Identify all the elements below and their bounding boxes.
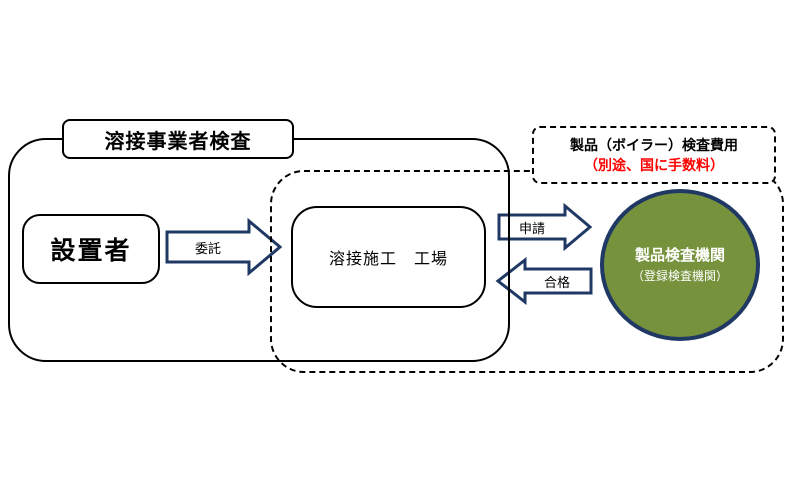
inspection-agency-name: 製品検査機関 — [634, 246, 725, 264]
welding-factory-label: 溶接施工 工場 — [328, 251, 448, 268]
apply-arrow: 申請 — [497, 203, 593, 251]
fee-note-box: 製品（ボイラー）検査費用 （別途、国に手数料） — [532, 126, 776, 184]
pass-arrow: 合格 — [495, 257, 593, 305]
inspection-agency-node: 製品検査機関 （登録検査機関） — [600, 189, 760, 341]
inspection-agency-subtitle: （登録検査機関） — [631, 269, 728, 284]
right-block-arrow-icon — [497, 203, 593, 251]
welding-factory-node: 溶接施工 工場 — [291, 206, 486, 308]
installer-node: 設置者 — [22, 214, 160, 284]
diagram-title-box: 溶接事業者検査 — [62, 119, 294, 159]
right-block-arrow-icon — [165, 218, 283, 276]
left-block-arrow-icon — [495, 257, 593, 305]
diagram-title: 溶接事業者検査 — [104, 130, 252, 153]
fee-note-line1: 製品（ボイラー）検査費用 — [570, 136, 738, 153]
installer-label: 設置者 — [50, 237, 132, 265]
entrust-arrow: 委託 — [165, 218, 283, 276]
fee-note-line2: （別途、国に手数料） — [584, 157, 724, 173]
